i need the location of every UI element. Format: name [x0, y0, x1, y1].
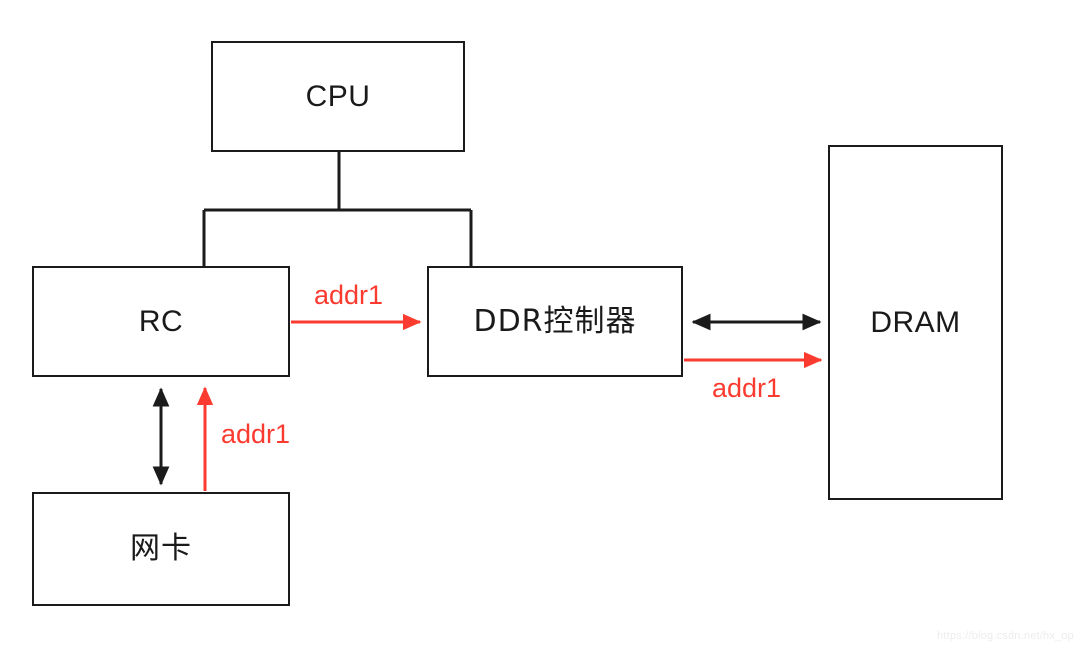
node-dram[interactable]: DRAM [828, 145, 1003, 500]
node-cpu-label: CPU [305, 79, 371, 113]
node-rc[interactable]: RC [32, 266, 290, 377]
node-cpu[interactable]: CPU [211, 41, 465, 152]
node-ddr-controller[interactable]: DDR控制器 [427, 266, 683, 377]
node-rc-label: RC [138, 304, 184, 338]
node-ddr-controller-label: DDR控制器 [473, 303, 637, 339]
edge-label-addr1-ddr-to-dram: addr1 [712, 373, 782, 403]
edge-label-addr1-rc-to-ddr: addr1 [314, 280, 384, 310]
node-network-card-label: 网卡 [130, 531, 192, 566]
node-dram-label: DRAM [870, 305, 961, 339]
node-network-card[interactable]: 网卡 [32, 492, 290, 606]
edge-label-addr1-nic-to-rc: addr1 [221, 419, 291, 449]
watermark-text: https://blog.csdn.net/hx_op [937, 630, 1074, 642]
